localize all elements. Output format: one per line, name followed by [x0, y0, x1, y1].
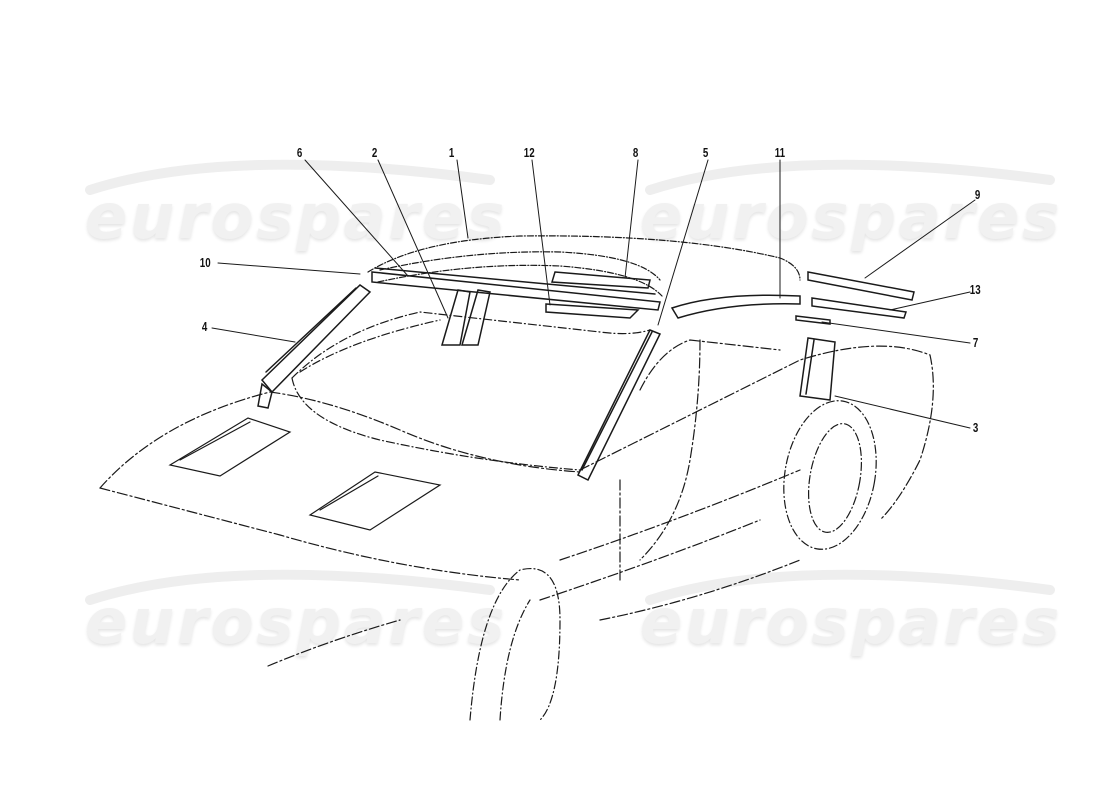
watermark-swoosh	[85, 159, 495, 195]
callout-13[interactable]: 13	[969, 282, 981, 297]
callout-12[interactable]: 12	[523, 145, 535, 160]
watermark-top-left: eurospares	[85, 180, 508, 253]
callout-9[interactable]: 9	[974, 187, 981, 202]
watermark-swoosh	[645, 159, 1055, 195]
watermark-bottom-right: eurospares	[640, 585, 1063, 658]
callout-6[interactable]: 6	[296, 145, 303, 160]
watermark-bottom-left: eurospares	[85, 585, 508, 658]
callout-4[interactable]: 4	[201, 319, 208, 334]
callout-5[interactable]: 5	[702, 145, 709, 160]
watermark-top-right: eurospares	[640, 180, 1063, 253]
side-body-outline	[539, 339, 934, 621]
windscreen-outline	[291, 311, 651, 471]
callout-8[interactable]: 8	[632, 145, 639, 160]
front-wheel	[469, 568, 561, 721]
watermark-swoosh	[645, 569, 1055, 605]
watermark-swoosh	[85, 569, 495, 605]
hood-outline	[99, 391, 581, 667]
rear-wheel	[783, 400, 877, 550]
part-pillars	[257, 284, 836, 482]
hood-vents	[168, 417, 442, 531]
callout-1[interactable]: 1	[448, 145, 455, 160]
callout-7[interactable]: 7	[972, 335, 979, 350]
callout-2[interactable]: 2	[371, 145, 378, 160]
callout-11[interactable]: 11	[774, 145, 786, 160]
callout-10[interactable]: 10	[199, 255, 211, 270]
roof-outline	[367, 235, 801, 297]
leader-lines	[211, 159, 976, 429]
part-roof-trims	[371, 267, 915, 325]
callout-3[interactable]: 3	[972, 420, 979, 435]
